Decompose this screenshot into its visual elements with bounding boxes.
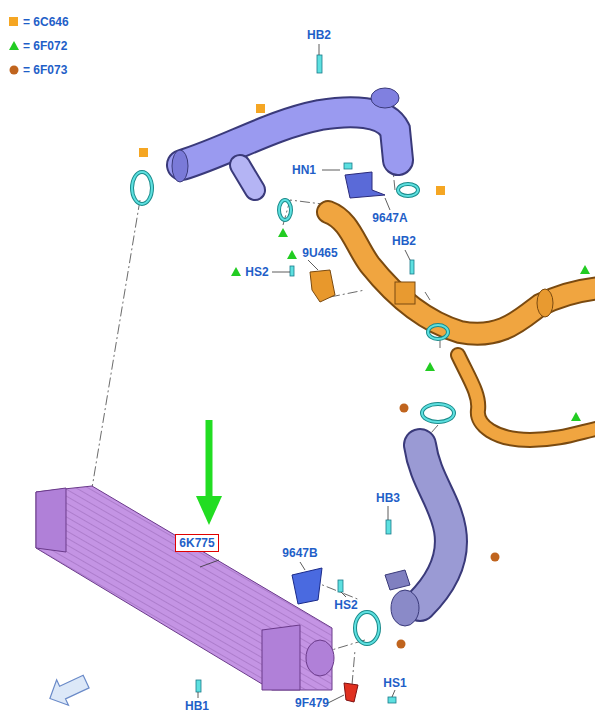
legend-swatch: [8, 64, 20, 76]
legend-row: = 6F072: [8, 39, 67, 53]
callout-number: HN1: [292, 163, 316, 177]
callout-number: 9U465: [302, 246, 337, 260]
legend-swatch: [8, 16, 20, 28]
part-number-box: 6K775: [175, 534, 218, 552]
legend-row: = 6C646: [8, 15, 69, 29]
part-number: 6K775: [179, 536, 214, 550]
callout-number: HB2: [307, 28, 331, 42]
callout-number: HS2: [334, 598, 357, 612]
legend-swatch: [8, 40, 20, 52]
legend-text: = 6F072: [23, 39, 67, 53]
legend-text: = 6F073: [23, 63, 67, 77]
callout-number: HB2: [392, 234, 416, 248]
callout-number: HB1: [185, 699, 209, 713]
callout-number: HB3: [376, 491, 400, 505]
callout-number: HS2: [245, 265, 268, 279]
callout-number: 9F479: [295, 696, 329, 710]
legend-row: = 6F073: [8, 63, 67, 77]
callout-number: HS1: [383, 676, 406, 690]
callout-number: 9647B: [282, 546, 317, 560]
legend-text: = 6C646: [23, 15, 69, 29]
callout-number: 9647A: [372, 211, 407, 225]
